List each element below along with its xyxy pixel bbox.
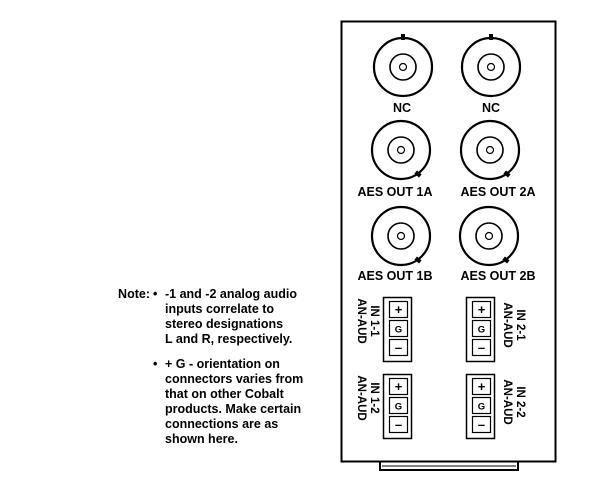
note-line: -1 and -2 analog audio	[165, 287, 297, 301]
connector-label: AN-AUD	[501, 379, 513, 424]
connector-label: AN-AUD	[501, 302, 513, 347]
note-line: connections are as	[165, 417, 279, 431]
terminal-ground: G	[478, 402, 485, 413]
terminal-plus: +	[395, 302, 403, 317]
connector-label: AN-AUD	[355, 375, 367, 420]
bnc-connector	[459, 119, 521, 181]
terminal-minus: –	[478, 340, 485, 355]
connector-label: IN 1-1	[368, 305, 380, 337]
bnc-connector	[458, 205, 520, 267]
panel-bottom-tab	[379, 462, 519, 471]
bnc-connector	[370, 205, 432, 267]
connector-label: IN 2-2	[514, 386, 526, 417]
note-line: shown here.	[165, 432, 238, 446]
terminal-minus: –	[395, 340, 402, 355]
note-line: that on other Cobalt	[165, 387, 284, 401]
note-line: + G - orientation on	[165, 357, 280, 371]
terminal-ground: G	[395, 402, 402, 413]
bnc-label: NC	[393, 101, 411, 115]
bullet-icon: •	[153, 357, 158, 371]
connector-label: AN-AUD	[355, 298, 367, 343]
note-line: stereo designations	[165, 317, 284, 331]
bnc-connectors	[370, 34, 522, 267]
terminal-minus: –	[395, 417, 402, 432]
note-line: connectors varies from	[165, 372, 304, 386]
audio-connector-in-1-1: AN-AUD IN 1-1 + G –	[355, 296, 413, 363]
connector-label: IN 2-1	[514, 309, 526, 341]
bnc-label: AES OUT 1B	[357, 269, 432, 283]
bnc-connector	[372, 34, 434, 98]
terminal-ground: G	[478, 325, 485, 336]
terminal-plus: +	[395, 379, 403, 394]
note-line: inputs correlate to	[165, 302, 275, 316]
audio-connector-in-2-2: + G – AN-AUD IN 2-2	[465, 373, 526, 440]
note-item: • -1 and -2 analog audio inputs correlat…	[153, 287, 353, 347]
bnc-label: AES OUT 2B	[460, 269, 535, 283]
note-line: products. Make certain	[165, 402, 302, 416]
terminal-minus: –	[478, 417, 485, 432]
bnc-label: NC	[482, 101, 500, 115]
bnc-connector	[460, 34, 522, 98]
terminal-plus: +	[478, 302, 486, 317]
terminal-plus: +	[478, 379, 486, 394]
bnc-connector	[370, 119, 432, 181]
rear-panel	[340, 20, 557, 463]
bullet-icon: •	[153, 287, 158, 301]
note-item: • + G - orientation on connectors varies…	[153, 357, 353, 447]
connector-label: IN 1-2	[368, 382, 380, 413]
note-list: • -1 and -2 analog audio inputs correlat…	[153, 287, 353, 457]
audio-connector-in-2-1: + G – AN-AUD IN 2-1	[465, 296, 526, 363]
bnc-label: AES OUT 1A	[357, 185, 432, 199]
note-prefix: Note:	[118, 287, 150, 301]
audio-connector-in-1-2: AN-AUD IN 1-2 + G –	[355, 373, 413, 440]
terminal-ground: G	[395, 325, 402, 336]
note-line: L and R, respectively.	[165, 332, 293, 346]
bnc-label: AES OUT 2A	[460, 185, 535, 199]
